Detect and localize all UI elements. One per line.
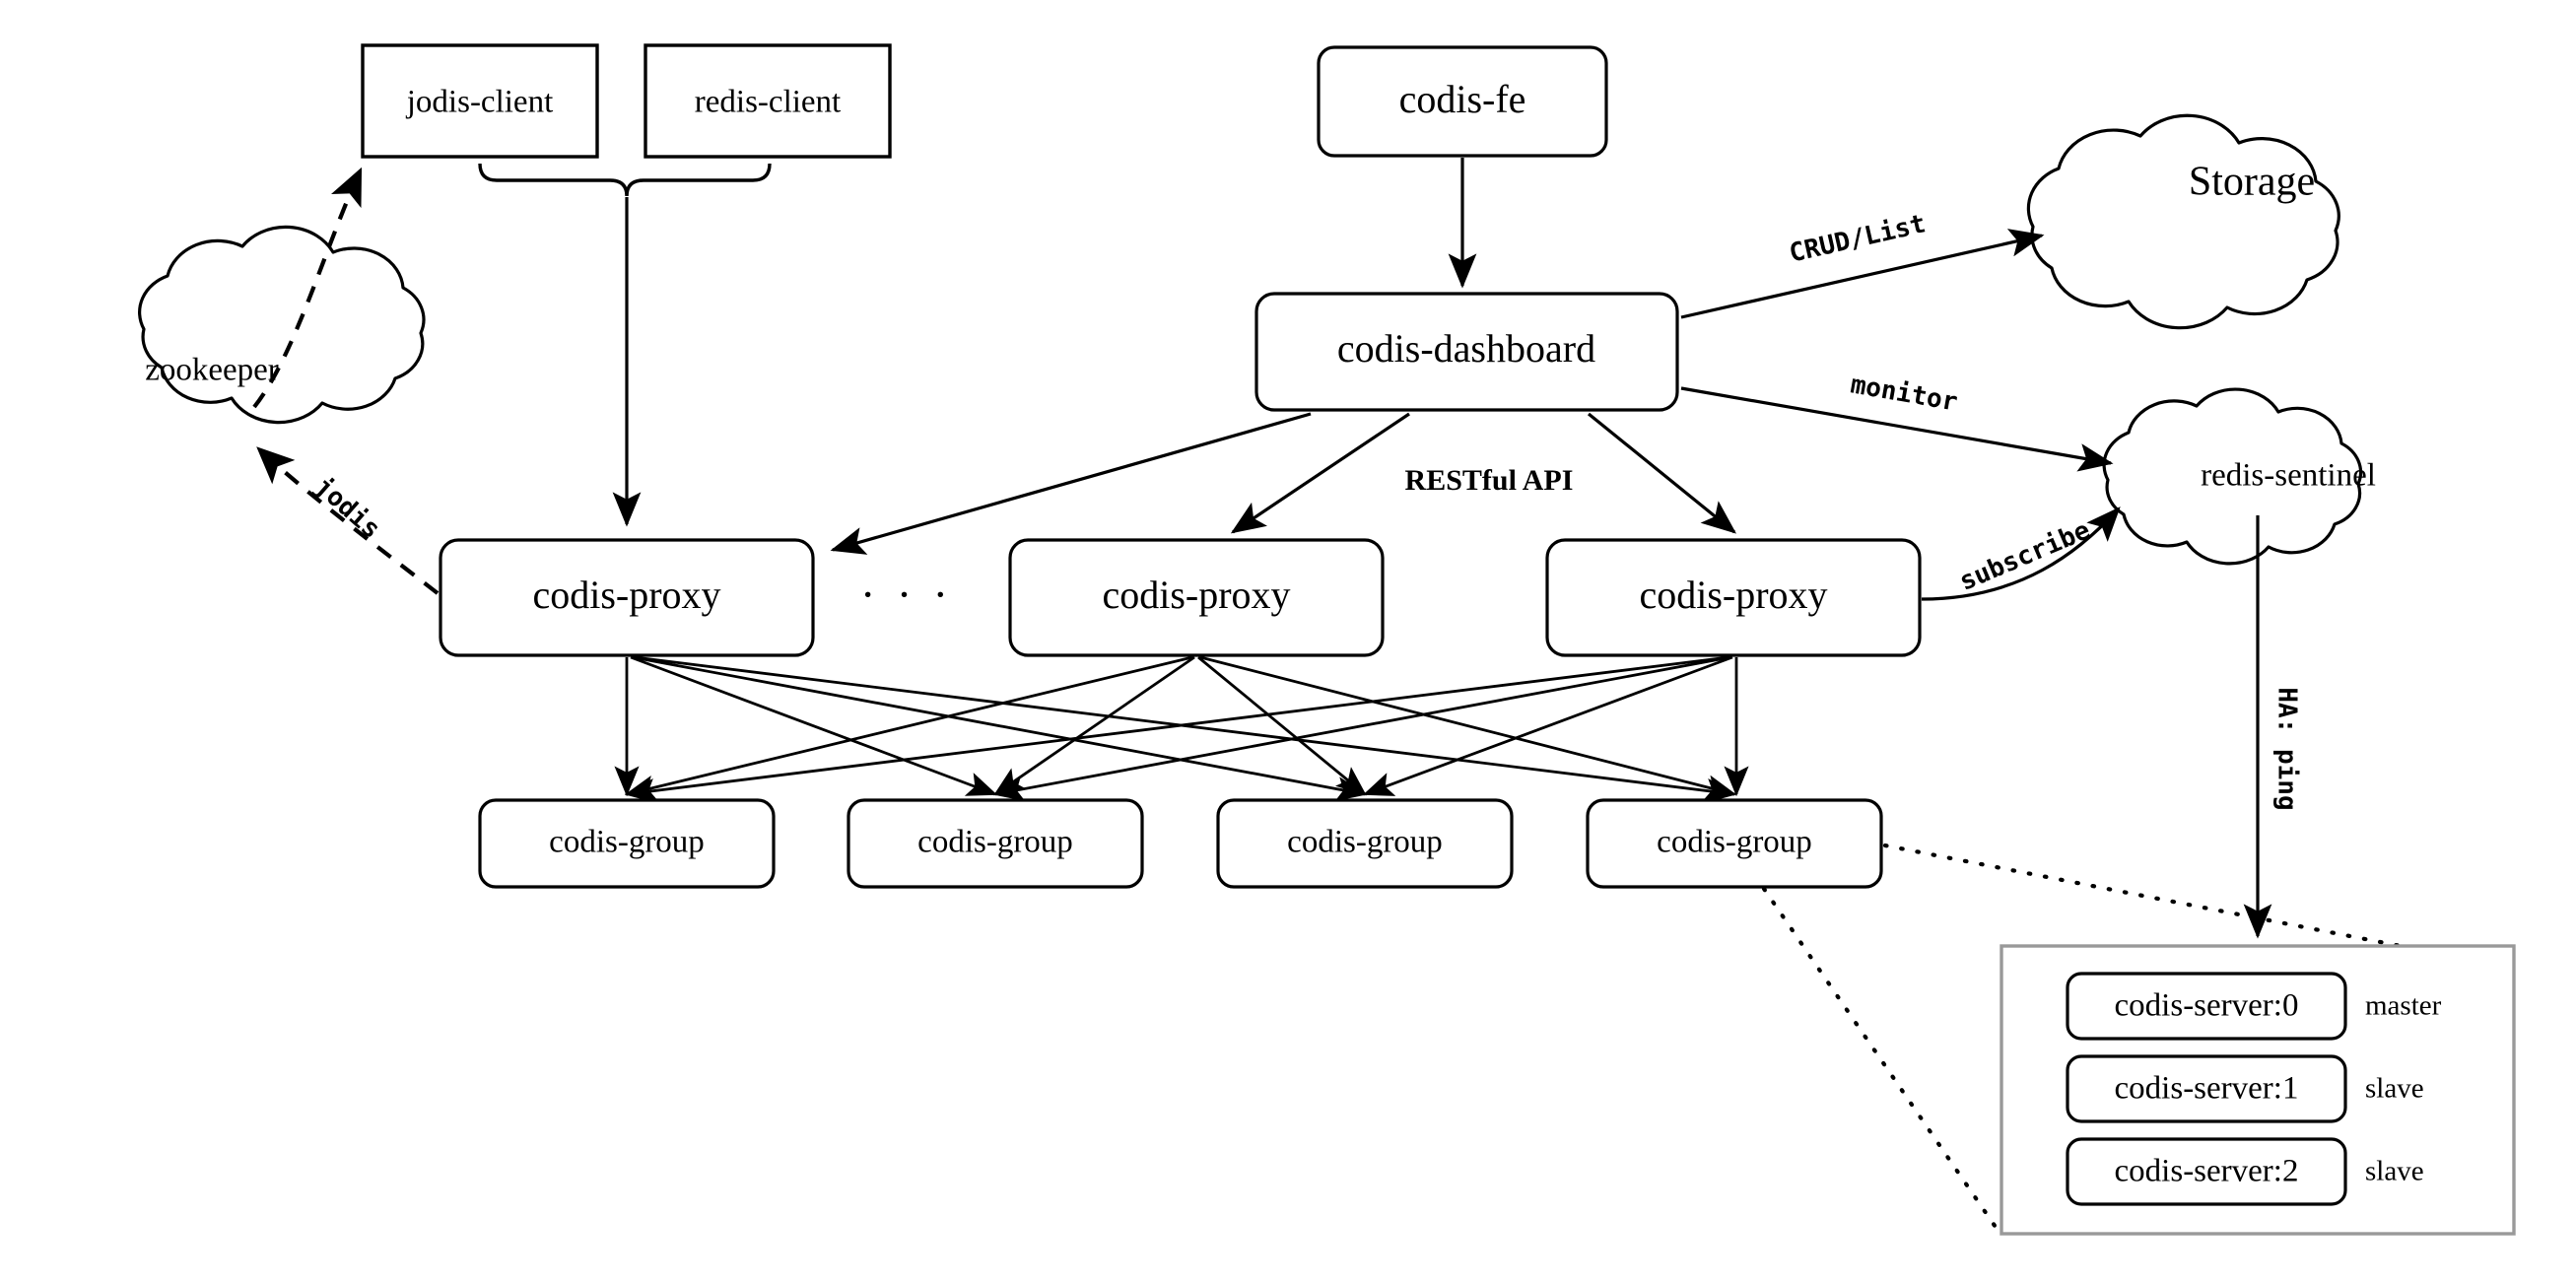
codis-group-label-2: codis-group (917, 825, 1073, 860)
redis-client-label: redis-client (695, 85, 841, 120)
dashboard-to-proxy3-arrow (1587, 412, 1736, 534)
codis-group-node-3[interactable]: codis-group (1216, 798, 1514, 889)
codis-server-label-2: codis-server:2 (2115, 1154, 2299, 1189)
codis-proxy-label-3: codis-proxy (1639, 573, 1827, 617)
group-detail-zoom-line-bottom (1761, 886, 2004, 1239)
dashboard-to-storage-arrow (1680, 229, 2045, 319)
codis-proxy-label-2: codis-proxy (1102, 573, 1290, 617)
codis-server-row-2[interactable]: codis-server:2 slave (2066, 1137, 2424, 1206)
codis-fe-box[interactable] (1317, 45, 1608, 158)
codis-fe-label: codis-fe (1399, 77, 1526, 121)
codis-group-node-2[interactable]: codis-group (847, 798, 1144, 889)
redis-sentinel-cloud[interactable] (2102, 387, 2363, 566)
codis-proxy-label-1: codis-proxy (532, 573, 720, 617)
codis-proxy-box-2[interactable] (1008, 538, 1385, 657)
redis-sentinel-label: redis-sentinel (2201, 458, 2376, 494)
proxy3-to-group2-arrow (992, 655, 1731, 802)
proxy2-to-group3-arrow (1197, 655, 1367, 796)
proxy1-to-group2-arrow (630, 655, 998, 796)
codis-proxy-box-3[interactable] (1545, 538, 1922, 657)
redis-client-node[interactable]: redis-client (644, 43, 892, 159)
jodis-client-box[interactable] (361, 43, 599, 159)
monitor-edge-label: monitor (1849, 370, 1960, 417)
codis-proxy-box-1[interactable] (439, 538, 815, 657)
codis-proxy-node-1[interactable]: codis-proxy (439, 538, 815, 657)
jodis-edge-label: jodis (308, 471, 386, 544)
codis-group-node-1[interactable]: codis-group (478, 798, 776, 889)
dashboard-to-proxy1-arrow (830, 412, 1312, 555)
jodis-client-node[interactable]: jodis-client (361, 43, 599, 159)
zookeeper-label: zookeeper (145, 353, 279, 388)
storage-node[interactable]: Storage (2026, 113, 2340, 330)
zookeeper-cloud[interactable] (138, 225, 426, 425)
proxy-ellipsis: · · · (860, 570, 953, 620)
codis-group-label-1: codis-group (549, 825, 705, 860)
codis-group-box-2[interactable] (847, 798, 1144, 889)
clients-brace (478, 163, 772, 197)
proxy2-to-group4-arrow (1199, 655, 1737, 800)
codis-fe-node[interactable]: codis-fe (1317, 45, 1608, 158)
codis-group-box-1[interactable] (478, 798, 776, 889)
zookeeper-node[interactable]: zookeeper (138, 225, 426, 425)
codis-server-label-1: codis-server:1 (2115, 1071, 2299, 1107)
codis-group-label-4: codis-group (1657, 825, 1812, 860)
proxy3-to-group1-arrow (624, 655, 1729, 803)
codis-group-box-3[interactable] (1216, 798, 1514, 889)
codis-server-role-0: master (2365, 990, 2442, 1022)
codis-server-box-1[interactable] (2066, 1054, 2347, 1123)
codis-group-node-4[interactable]: codis-group (1586, 798, 1883, 889)
jodis-client-label: jodis-client (406, 85, 553, 120)
subscribe-edge-label: subscribe (1955, 515, 2094, 597)
redis-sentinel-node[interactable]: redis-sentinel (2102, 387, 2376, 566)
codis-proxy-node-2[interactable]: codis-proxy (1008, 538, 1385, 657)
zookeeper-to-jodis-client-arrow (252, 167, 363, 409)
redis-client-box[interactable] (644, 43, 892, 159)
codis-proxy-node-3[interactable]: codis-proxy (1545, 538, 1922, 657)
group-detail-zoom-line-top (1882, 843, 2404, 949)
codis-server-box-0[interactable] (2066, 972, 2347, 1041)
crud-list-edge-label: CRUD/List (1787, 209, 1929, 268)
dashboard-to-sentinel-arrow (1680, 386, 2114, 472)
proxy3-to-group3-arrow (1362, 655, 1733, 796)
codis-server-role-2: slave (2365, 1156, 2424, 1187)
codis-server-label-0: codis-server:0 (2115, 988, 2299, 1024)
dashboard-to-proxy2-arrow (1230, 412, 1410, 534)
proxy2-to-group2-arrow (993, 655, 1195, 796)
restful-api-edge-label: RESTful API (1405, 464, 1574, 497)
codis-server-row-1[interactable]: codis-server:1 slave (2066, 1054, 2424, 1123)
proxy2-to-group1-arrow (624, 655, 1193, 800)
codis-dashboard-node[interactable]: codis-dashboard (1254, 292, 1679, 412)
group-detail-panel: codis-server:0 master codis-server:1 sla… (2000, 944, 2516, 1236)
codis-dashboard-label: codis-dashboard (1337, 326, 1595, 371)
proxy-to-sentinel-subscribe-arrow (1921, 506, 2121, 601)
codis-server-row-0[interactable]: codis-server:0 master (2066, 972, 2442, 1041)
storage-cloud[interactable] (2026, 113, 2340, 330)
storage-label: Storage (2189, 160, 2315, 205)
codis-server-role-1: slave (2365, 1073, 2424, 1105)
codis-group-box-4[interactable] (1586, 798, 1883, 889)
codis-group-label-3: codis-group (1287, 825, 1443, 860)
ha-ping-edge-label: HA: ping (2272, 687, 2302, 810)
proxy1-to-group3-arrow (632, 655, 1368, 802)
codis-server-box-2[interactable] (2066, 1137, 2347, 1206)
codis-dashboard-box[interactable] (1254, 292, 1679, 412)
